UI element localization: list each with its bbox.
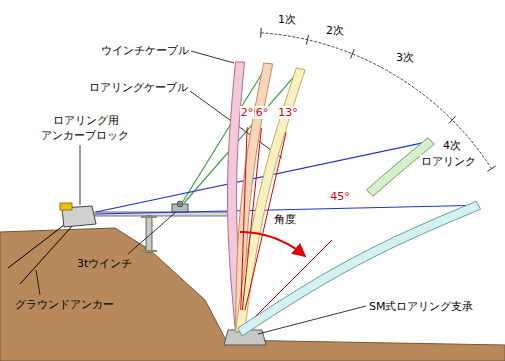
- part-label: グラウンドアンカー: [14, 298, 115, 311]
- rotation-arrow: [240, 232, 304, 255]
- anchor-block-top: [60, 203, 72, 210]
- angle-label: 角度: [273, 213, 297, 226]
- stage-arc: [261, 33, 492, 169]
- stage-tick: [260, 28, 262, 38]
- arch-rib: [238, 201, 481, 336]
- ground-anchor: [20, 224, 74, 284]
- leader-line: [36, 270, 40, 295]
- part-label: SM式ロアリング支承: [368, 300, 474, 313]
- part-label: ロアリング用: [52, 114, 120, 127]
- column-flange: [141, 250, 157, 252]
- stage-label: 1次: [277, 13, 297, 26]
- leader-line: [191, 51, 234, 63]
- stage-tick: [306, 35, 308, 45]
- part-label: アンカーブロック: [40, 129, 130, 142]
- part-label: 3tウインチ: [76, 257, 133, 270]
- stage-label: 4次: [442, 139, 462, 152]
- stage-label: ロアリンク: [420, 155, 477, 168]
- part-label: ロアリングケーブル: [88, 81, 189, 94]
- stage-tick: [351, 49, 355, 58]
- angle-value: 6°: [255, 106, 270, 119]
- angle-value: 13°: [277, 106, 299, 119]
- stage-tick: [487, 166, 495, 171]
- angle-value: 2°: [240, 106, 255, 119]
- angle-line: [256, 240, 332, 316]
- leader-line: [80, 145, 81, 205]
- column-flange: [141, 216, 157, 218]
- angle-value: 45°: [329, 190, 351, 203]
- part-label: ウインチケーブル: [100, 44, 190, 57]
- stage-tick: [449, 116, 456, 123]
- leader-line: [128, 212, 176, 254]
- angle-line: [241, 127, 247, 310]
- ground-anchor: [8, 222, 68, 268]
- stage-label: 2次: [325, 24, 345, 37]
- stage-label: 3次: [395, 51, 415, 64]
